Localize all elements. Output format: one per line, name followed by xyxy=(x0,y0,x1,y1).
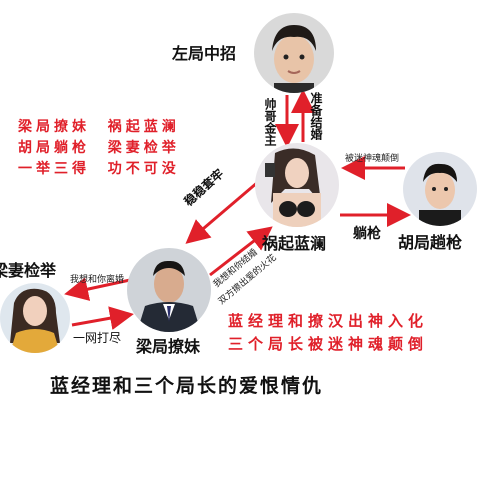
label-liang-to-wife: 我想和你离婚 xyxy=(70,275,125,285)
hu-name: 胡局趟枪 xyxy=(398,233,463,252)
left-poem-line: 梁局撩妹 祸起蓝澜 xyxy=(18,119,180,135)
huo-avatar xyxy=(255,143,339,227)
label-huo-to-zuo: 准备结婚 xyxy=(309,92,323,140)
liang-name: 梁局撩妹 xyxy=(136,337,201,356)
arrow-wife-to-liang xyxy=(71,306,134,330)
wife-name: 梁妻检举 xyxy=(0,261,57,280)
zuo-avatar xyxy=(254,13,334,93)
arrow-huo-to-liang xyxy=(185,180,259,244)
right-poem-line: 三个局长被迷神魂颠倒 xyxy=(228,335,429,353)
liang-avatar xyxy=(127,248,211,332)
left-poem-line: 一举三得 功不可没 xyxy=(18,161,180,177)
left-poem-line: 胡局躺枪 梁妻检举 xyxy=(18,140,180,156)
zuo-name: 左局中招 xyxy=(172,44,237,63)
arrow-liang-to-wife xyxy=(64,277,131,301)
page-title: 蓝经理和三个局长的爱恨情仇 xyxy=(50,375,324,397)
huo-name: 祸起蓝澜 xyxy=(262,234,327,253)
label-hu-to-huo: 被迷神魂颠倒 xyxy=(345,154,400,164)
hu-avatar xyxy=(403,152,477,226)
label-huo-to-hu: 躺枪 xyxy=(353,226,381,242)
label-zuo-to-huo: 帅哥金主 xyxy=(263,98,277,146)
arrow-liang-to-huo xyxy=(209,226,273,277)
label-wife-to-liang: 一网打尽 xyxy=(73,331,122,345)
right-poem-line: 蓝经理和撩汉出神入化 xyxy=(228,312,429,330)
wife-avatar xyxy=(0,283,70,353)
